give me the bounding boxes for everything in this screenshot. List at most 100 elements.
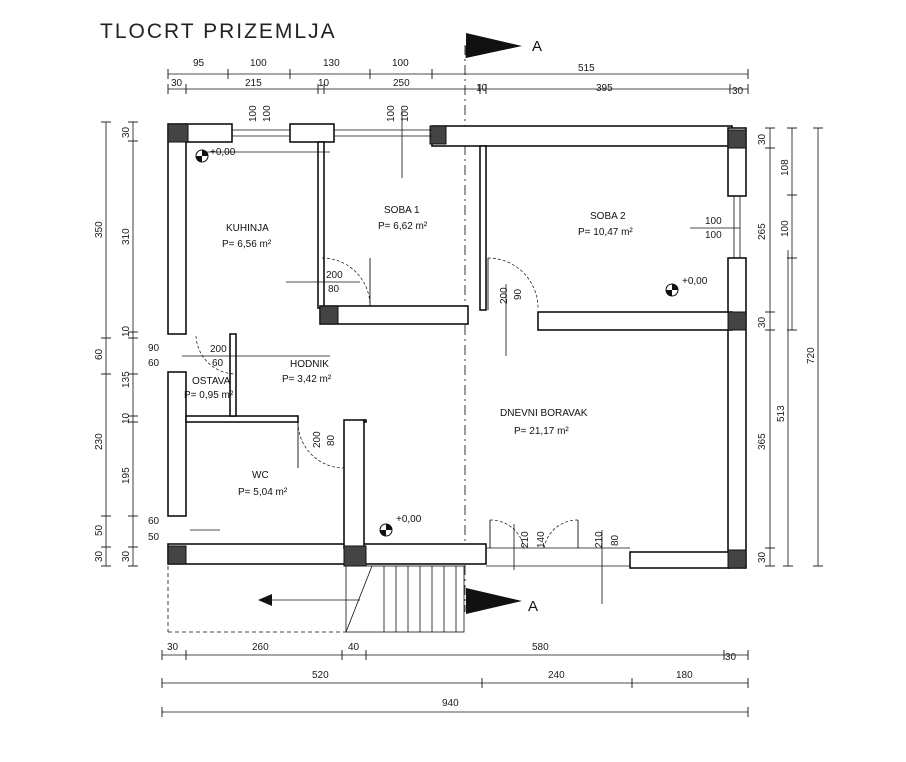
opening-bottom: 80 <box>610 534 621 546</box>
wall-wc-east <box>343 419 365 549</box>
room-name-ostava: OSTAVA <box>192 376 231 387</box>
opening-top: 200 <box>326 270 343 281</box>
dim-label: 40 <box>348 642 360 653</box>
dim-label: 30 <box>757 551 768 563</box>
wall-kitchen-room1 <box>317 141 325 309</box>
opening-top: 210 <box>594 531 605 548</box>
dim-label: 310 <box>121 228 132 245</box>
wall-north-2 <box>289 123 335 143</box>
room-area-hodnik: P= 3,42 m² <box>282 374 332 385</box>
dim-left-outer: 350 60 230 50 30 <box>94 121 111 567</box>
opening-top: 200 <box>499 287 510 304</box>
dim-label: 230 <box>94 433 105 450</box>
wall-wc-north <box>185 415 299 423</box>
opening-bottom: 100 <box>400 105 411 122</box>
room-labels: KUHINJA P= 6,56 m² SOBA 1 P= 6,62 m² SOB… <box>184 205 633 498</box>
dim-label: 95 <box>193 58 205 69</box>
dim-label: 30 <box>725 652 737 663</box>
dim-top-inner: 30 215 10 250 10 395 30 <box>167 78 749 97</box>
wall-north-1 <box>185 123 233 143</box>
dim-label: 180 <box>676 670 693 681</box>
dim-label: 30 <box>757 133 768 145</box>
dim-label: 60 <box>148 358 160 369</box>
dim-bottom-2: 520 240 180 <box>161 670 749 688</box>
wall-north-3 <box>431 125 733 147</box>
dim-right-inner: 30 265 30 365 30 <box>757 127 775 567</box>
level-marker-living: +0,00 <box>379 514 422 537</box>
doors <box>195 257 579 549</box>
opening-labels: 100 100 100 100 100 100 200 80 200 90 20… <box>210 105 722 548</box>
opening-top: 100 <box>705 216 722 227</box>
dim-label: 135 <box>121 371 132 388</box>
dim-label: 90 <box>148 343 160 354</box>
room-area-wc: P= 5,04 m² <box>238 487 288 498</box>
dim-bottom-1: 30 260 40 580 30 <box>161 642 749 663</box>
dim-label: 240 <box>548 670 565 681</box>
level-marker-kitchen: +0,00 <box>195 147 236 163</box>
dim-label: 108 <box>780 159 791 176</box>
column <box>727 311 747 331</box>
dim-label: 215 <box>245 78 262 89</box>
wall-south-right <box>629 551 731 569</box>
dim-label: 260 <box>252 642 269 653</box>
dim-label: 30 <box>121 550 132 562</box>
room-name-kuhinja: KUHINJA <box>226 223 269 234</box>
column <box>727 549 747 569</box>
room-name-dnevni-boravak: DNEVNI BORAVAK <box>500 408 588 419</box>
section-label-bottom: A <box>528 598 538 615</box>
section-arrow-top <box>466 33 522 58</box>
room-area-soba1: P= 6,62 m² <box>378 221 428 232</box>
dim-label: 100 <box>780 220 791 237</box>
opening-bottom: 80 <box>328 284 340 295</box>
dim-right-outer: 720 <box>806 127 823 567</box>
dim-label: 720 <box>806 347 817 364</box>
dim-label: 30 <box>171 78 183 89</box>
dim-left-inner: 30 310 10 90 60 135 10 195 60 50 30 <box>121 121 160 567</box>
dim-label: 580 <box>532 642 549 653</box>
dim-label: 10 <box>121 325 132 337</box>
column <box>727 129 747 149</box>
dim-label: 515 <box>578 63 595 74</box>
dim-label: 130 <box>323 58 340 69</box>
dim-label: 195 <box>121 467 132 484</box>
room-area-dnevni-boravak: P= 21,17 m² <box>514 426 569 437</box>
walls <box>167 123 747 569</box>
dim-label: 60 <box>148 516 160 527</box>
wall-room1-south <box>319 305 469 325</box>
dim-top-outer: 95 100 130 100 515 <box>167 58 749 79</box>
interior-dims <box>182 110 740 604</box>
dim-label: 60 <box>94 348 105 360</box>
dim-label: 100 <box>392 58 409 69</box>
dim-label: 250 <box>393 78 410 89</box>
level-markers: +0,00 +0,00 +0,00 <box>195 147 708 537</box>
dim-label: 10 <box>318 78 330 89</box>
stairs <box>167 565 465 633</box>
opening-bottom: 100 <box>705 230 722 241</box>
dim-right-mid: 513 <box>776 250 793 567</box>
windows <box>232 129 741 567</box>
room-area-ostava: P= 0,95 m² <box>184 390 234 401</box>
wall-west-upper <box>167 123 187 335</box>
room-area-soba2: P= 10,47 m² <box>578 227 633 238</box>
room-name-wc: WC <box>252 470 269 481</box>
level-marker-room2: +0,00 <box>665 276 708 297</box>
opening-top: 100 <box>386 105 397 122</box>
level-value: +0,00 <box>396 514 422 525</box>
column <box>343 545 367 567</box>
room-name-hodnik: HODNIK <box>290 359 329 370</box>
dim-label: 395 <box>596 83 613 94</box>
dim-bottom-3: 940 <box>161 698 749 717</box>
wall-pantry <box>229 333 237 417</box>
dim-label: 365 <box>757 433 768 450</box>
dim-label: 30 <box>121 126 132 138</box>
dim-label: 30 <box>757 316 768 328</box>
dim-label: 50 <box>94 524 105 536</box>
opening-top: 100 <box>248 105 259 122</box>
dim-label: 265 <box>757 223 768 240</box>
room-name-soba2: SOBA 2 <box>590 211 626 222</box>
dim-label: 10 <box>121 412 132 424</box>
column <box>167 545 187 565</box>
level-value: +0,00 <box>682 276 708 287</box>
wall-room1-room2 <box>479 145 487 311</box>
dim-label: 50 <box>148 532 160 543</box>
